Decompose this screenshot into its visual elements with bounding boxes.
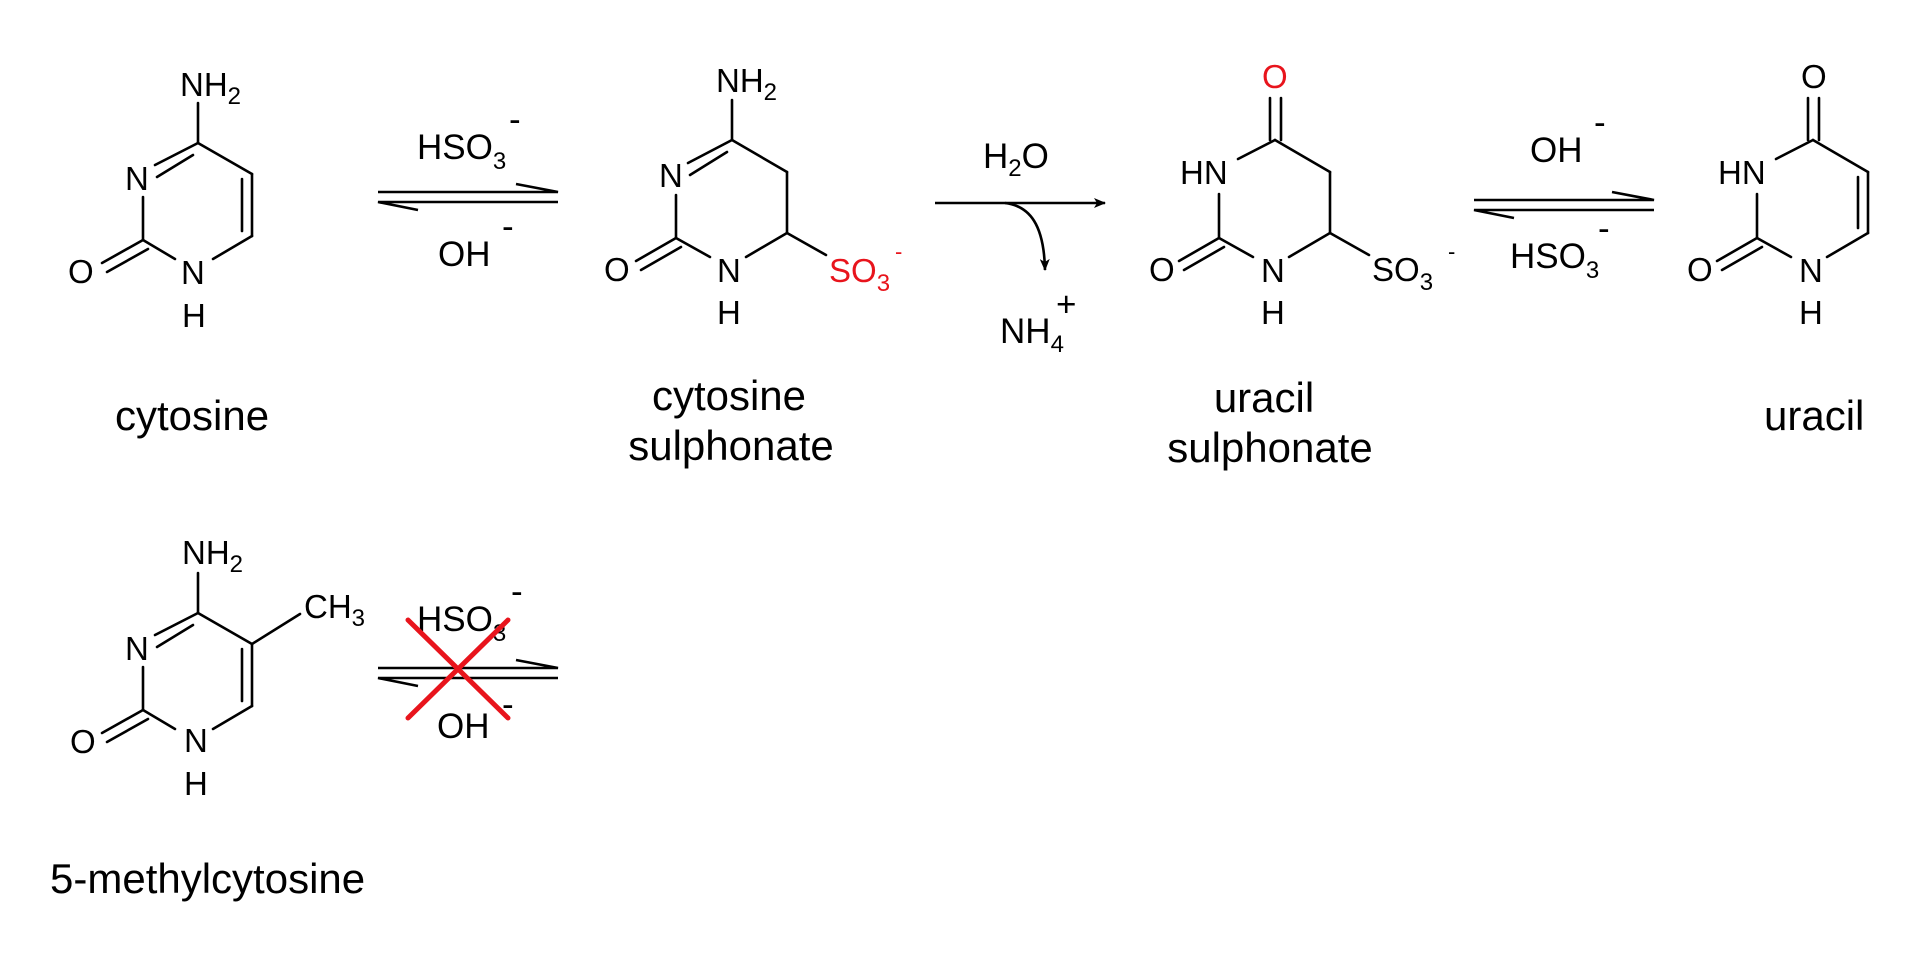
methylcytosine-n1-label: N (184, 722, 208, 759)
uracil-sulphonate-hn-label: HN (1180, 154, 1228, 191)
step1-reverse-arrow (377, 200, 558, 212)
uracil-sulphonate-so3-label: SO3 (1372, 251, 1433, 296)
methylcytosine-h-label: H (184, 765, 208, 802)
blocked-reagent-top: HSO3 (417, 600, 506, 647)
cytosine-sulphonate-structure: NH2 N O N H SO3 - cytosine sulphonate (604, 62, 902, 469)
step3-reagent-bottom-charge: - (1598, 209, 1610, 248)
reaction-step-2: H2O NH4 + (935, 137, 1106, 358)
uracil-sulphonate-name-line1: uracil (1214, 374, 1314, 421)
uracil-sulphonate-structure: O HN O N H SO3 - uracil sulphonate (1149, 58, 1455, 471)
cytosine-sulphonate-name-line1: cytosine (652, 372, 806, 419)
methylcytosine-structure: NH2 CH3 N O N H 5-methylcytosine (50, 534, 365, 902)
cytosine-sulphonate-so3-label: SO3 (829, 252, 890, 297)
methylcytosine-name: 5-methylcytosine (50, 855, 365, 902)
uracil-sulphonate-h-label: H (1261, 294, 1285, 331)
uracil-name: uracil (1764, 392, 1864, 439)
blocked-forward-arrow (378, 658, 559, 670)
step3-reverse-arrow (1473, 208, 1654, 220)
step1-reagent-bottom-charge: - (502, 207, 514, 246)
cytosine-name: cytosine (115, 392, 269, 439)
blocked-cross-line-2 (405, 617, 511, 721)
cytosine-sulphonate-n3-label: N (659, 157, 683, 194)
uracil-hn-label: HN (1718, 154, 1766, 191)
cytosine-h-label: H (182, 297, 206, 334)
cytosine-amino-label: NH2 (180, 66, 241, 110)
step3-forward-arrow (1474, 190, 1655, 202)
uracil-sulphonate-n1-label: N (1261, 252, 1285, 289)
blocked-reagent-top-charge: - (511, 572, 523, 611)
methylcytosine-n3-label: N (125, 630, 149, 667)
step3-reagent-top-charge: - (1594, 103, 1606, 142)
step2-byproduct: NH4 (1000, 312, 1064, 358)
uracil-oxygen-top: O (1801, 58, 1827, 95)
reaction-step-3: OH - HSO3 - (1473, 103, 1655, 284)
step2-byproduct-arrow (1004, 201, 1050, 271)
cytosine-sulphonate-so3-charge: - (895, 239, 902, 264)
cytosine-sulphonate-oxygen-label: O (604, 251, 630, 288)
blocked-reagent-bottom-charge: - (502, 685, 514, 724)
cytosine-structure: NH2 N O N H cytosine (68, 66, 269, 439)
step1-forward-arrow (378, 182, 559, 194)
step2-reagent-top: H2O (983, 137, 1049, 182)
reaction-step-1: HSO3 - OH - (377, 100, 559, 274)
uracil-sulphonate-oxygen-label: O (1149, 251, 1175, 288)
uracil-sulphonate-so3-charge: - (1448, 239, 1455, 264)
cytosine-sulphonate-amino-label: NH2 (716, 62, 777, 106)
step3-reagent-bottom: HSO3 (1510, 237, 1599, 284)
step2-byproduct-charge: + (1056, 285, 1076, 324)
methylcytosine-oxygen-label: O (70, 723, 96, 760)
methylcytosine-methyl-label: CH3 (304, 588, 365, 632)
blocked-reaction: HSO3 - OH - (377, 572, 559, 746)
cytosine-n3-label: N (125, 160, 149, 197)
uracil-oxygen-label: O (1687, 251, 1713, 288)
uracil-sulphonate-oxygen-top: O (1262, 58, 1288, 95)
step3-reagent-top: OH (1530, 131, 1583, 170)
uracil-sulphonate-name-line2: sulphonate (1167, 424, 1373, 471)
uracil-structure: O HN O N H uracil (1687, 58, 1870, 439)
methylcytosine-amino-label: NH2 (182, 534, 243, 578)
step1-reagent-bottom: OH (438, 235, 491, 274)
cytosine-sulphonate-name-line2: sulphonate (628, 422, 834, 469)
blocked-reagent-bottom: OH (437, 707, 490, 746)
cytosine-n1-label: N (181, 254, 205, 291)
step1-reagent-top-charge: - (509, 100, 521, 139)
uracil-h-label: H (1799, 294, 1823, 331)
uracil-n1-label: N (1799, 252, 1823, 289)
cytosine-sulphonate-h-label: H (717, 294, 741, 331)
cytosine-sulphonate-n1-label: N (717, 252, 741, 289)
step1-reagent-top: HSO3 (417, 128, 506, 175)
blocked-reverse-arrow (377, 676, 558, 688)
cytosine-oxygen-label: O (68, 253, 94, 290)
